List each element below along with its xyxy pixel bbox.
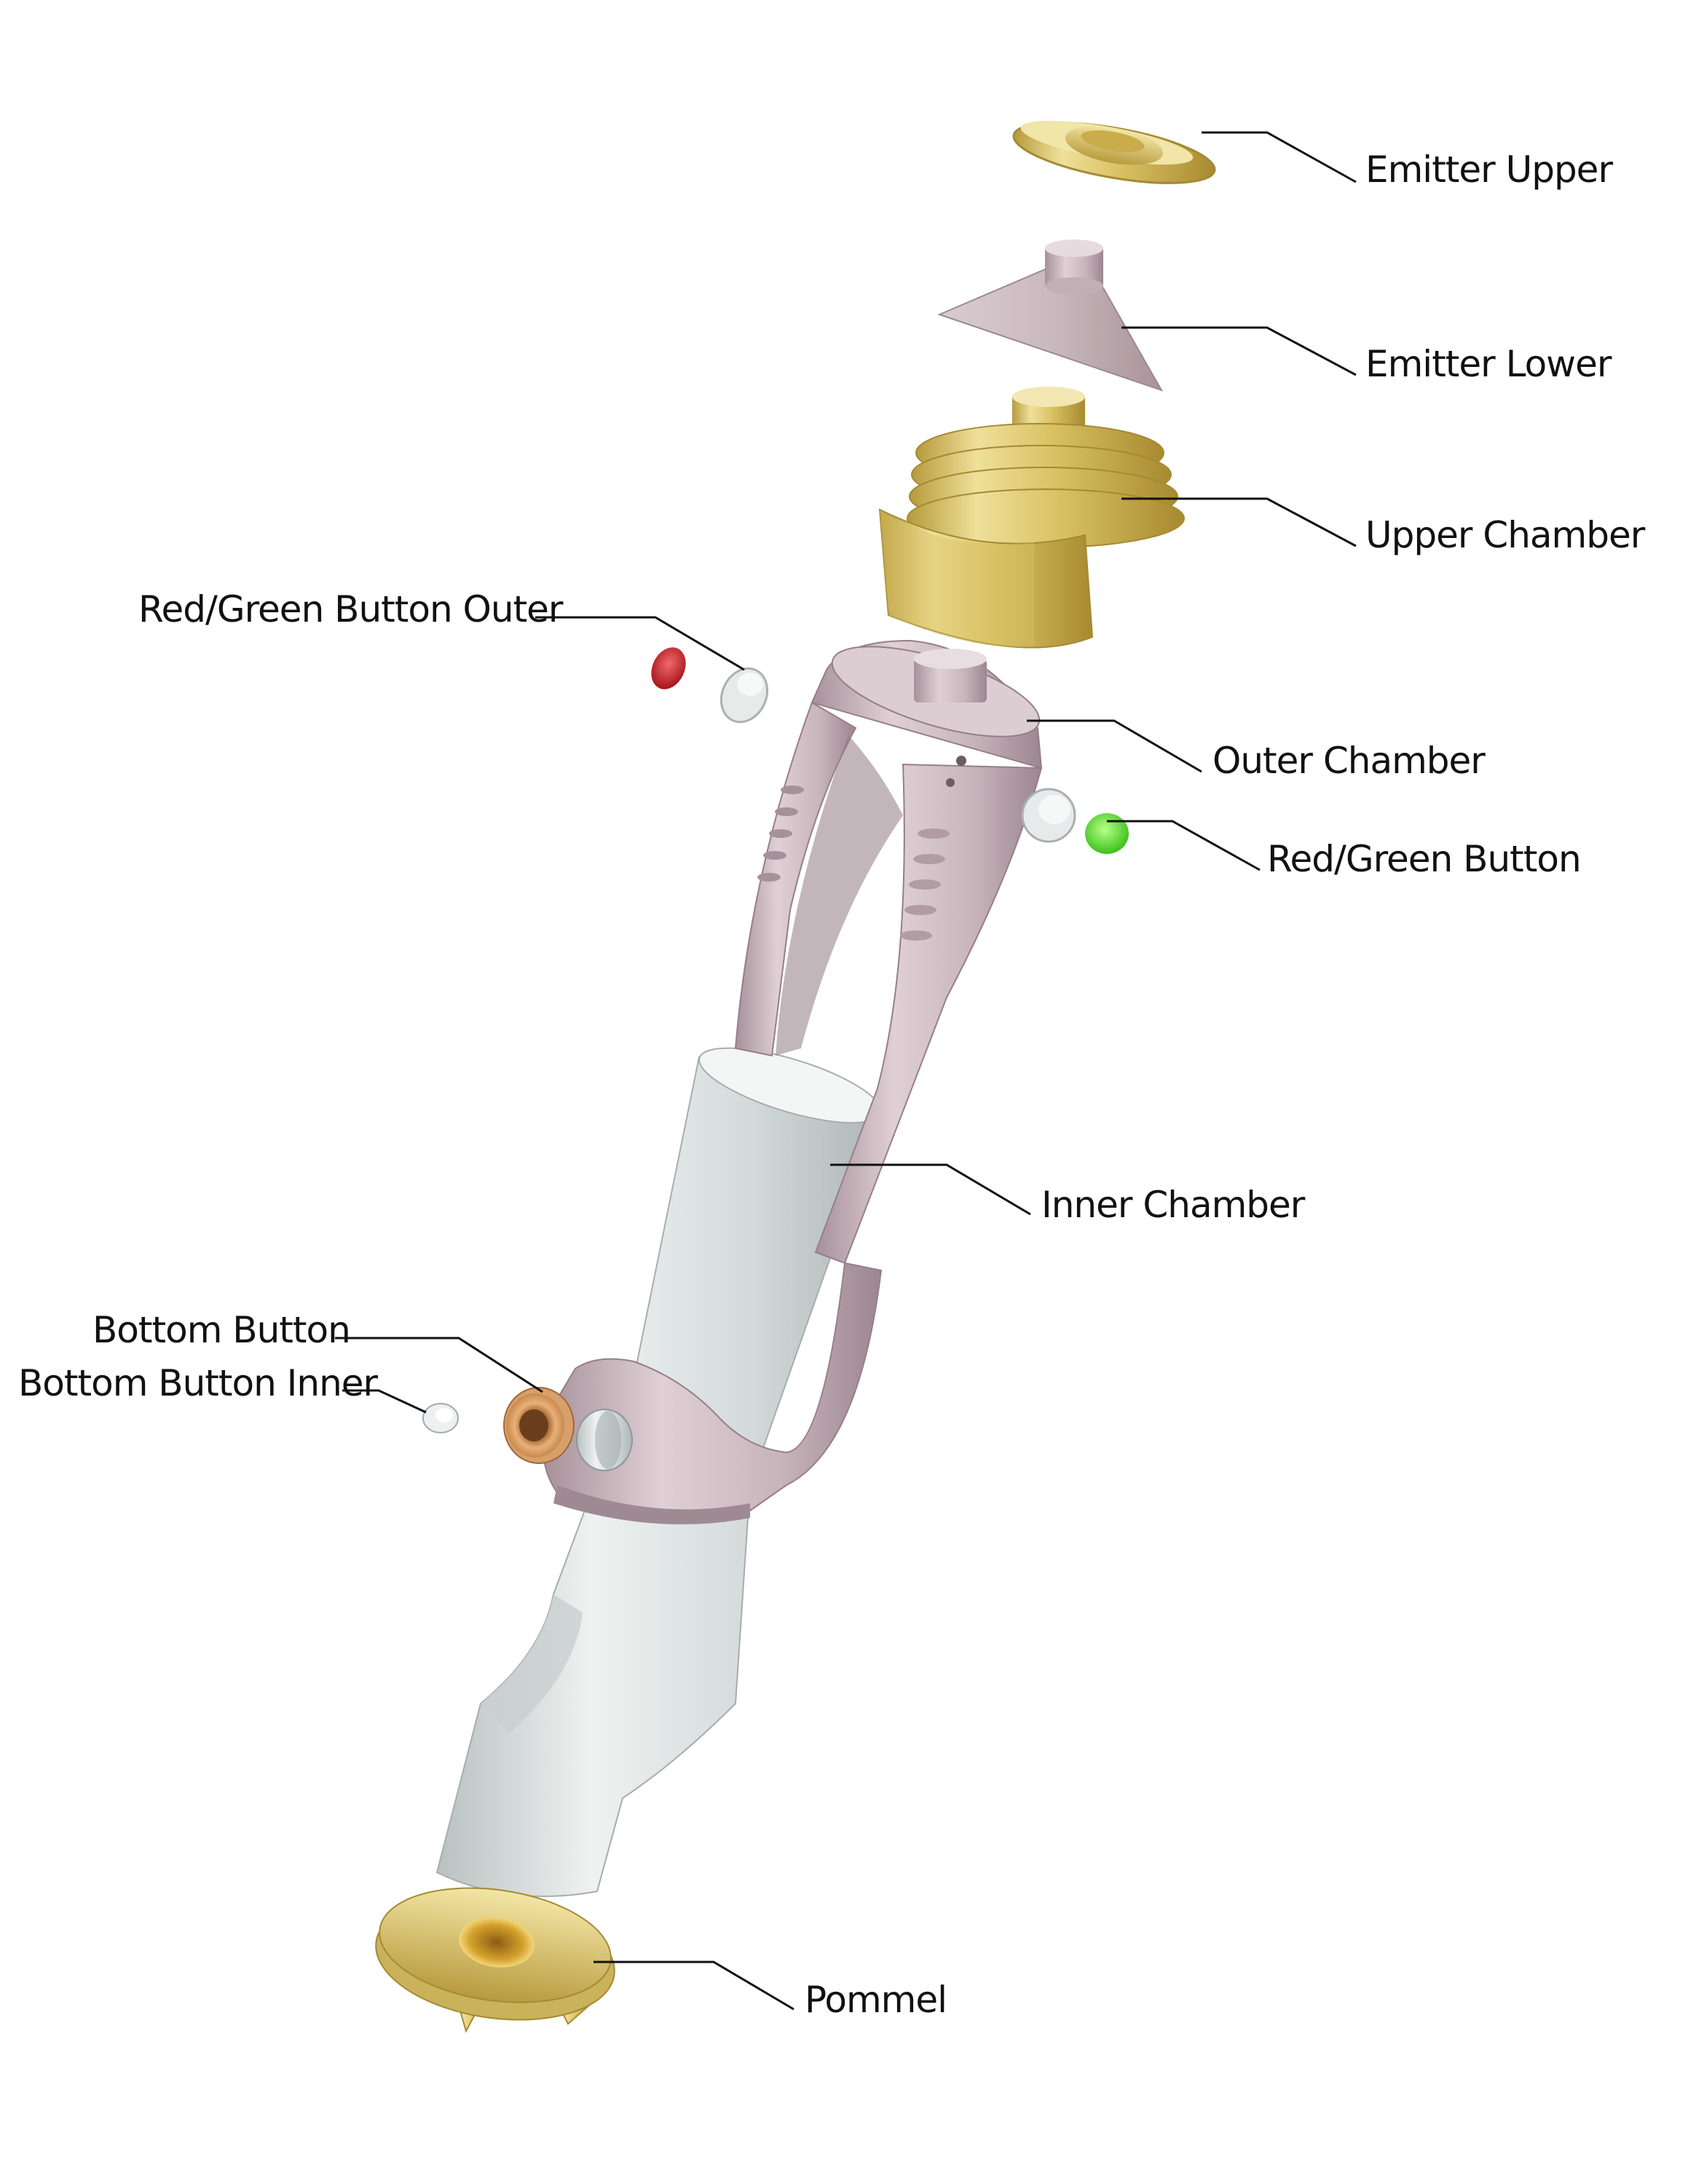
leader-emitter-upper	[1202, 131, 1357, 183]
red-button-left	[651, 647, 686, 689]
leader-upper-chamber	[1121, 497, 1357, 547]
leader-rg-button	[1107, 820, 1261, 871]
pommel-part	[375, 1887, 615, 2033]
emitter-upper-part	[1012, 120, 1216, 184]
button-outer-left	[719, 667, 769, 724]
grip-ridges-right	[900, 828, 950, 941]
upper-chamber-part	[878, 387, 1185, 649]
side-bolt	[576, 1409, 633, 1471]
label-inner-chamber: Inner Chamber	[1041, 1184, 1305, 1226]
grip-ridges	[757, 786, 804, 882]
leader-pommel	[593, 1961, 794, 2011]
green-button-right	[1085, 813, 1129, 854]
bottom-button-inner-part	[422, 1403, 459, 1433]
label-emitter-upper: Emitter Upper	[1365, 149, 1613, 191]
button-outer-right	[1021, 788, 1076, 843]
label-red-green-button: Red/Green Button	[1267, 838, 1582, 880]
label-outer-chamber: Outer Chamber	[1212, 740, 1486, 782]
label-bottom-button: Bottom Button	[92, 1309, 351, 1351]
bottom-button-part	[503, 1387, 575, 1464]
leader-outer-chamber	[1027, 719, 1202, 773]
leader-bottom-button-inner	[342, 1389, 427, 1414]
leader-bottom-button	[335, 1337, 543, 1393]
leader-emitter-lower	[1121, 326, 1357, 376]
emitter-lower-part	[937, 240, 1164, 392]
label-upper-chamber: Upper Chamber	[1365, 514, 1645, 556]
label-bottom-button-inner: Bottom Button Inner	[18, 1362, 378, 1404]
label-emitter-lower: Emitter Lower	[1365, 343, 1612, 385]
label-pommel: Pommel	[805, 1979, 947, 2021]
leader-inner-chamber	[830, 1163, 1031, 1216]
leader-lines	[335, 131, 1357, 2011]
label-red-green-button-outer: Red/Green Button Outer	[138, 588, 563, 630]
leader-rg-button-outer	[535, 616, 745, 671]
